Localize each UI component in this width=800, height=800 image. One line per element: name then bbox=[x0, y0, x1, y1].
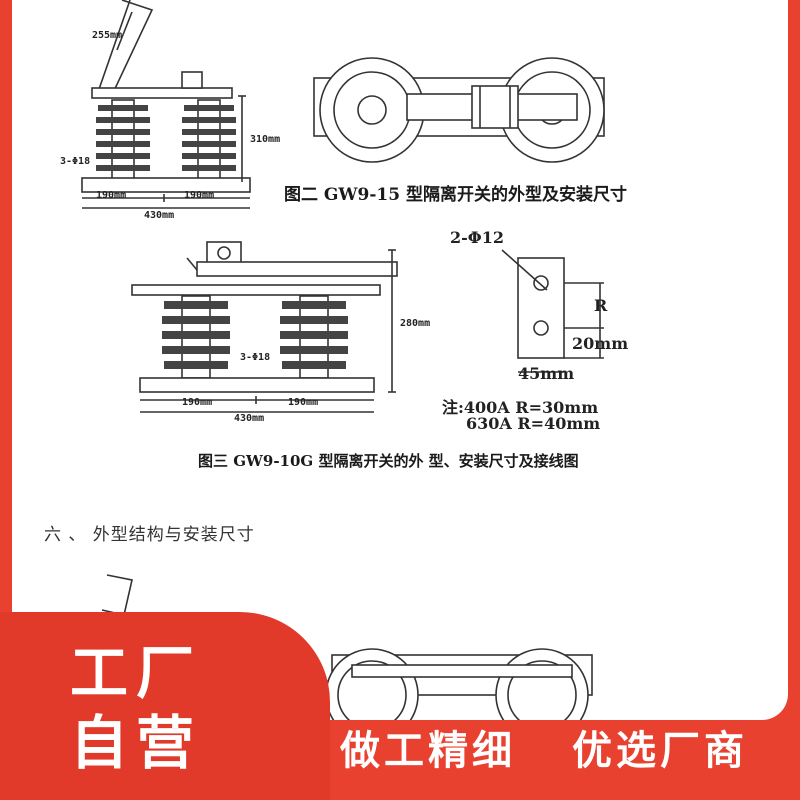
document-sheet: 255mm 310mm 3-Φ18 190mm 190mm 430mm 图二 G… bbox=[12, 0, 788, 720]
fig3-side-view bbox=[131, 241, 398, 413]
fig4-partial bbox=[101, 574, 593, 720]
technical-drawings bbox=[81, 0, 605, 720]
badge-line-2: 自营 bbox=[70, 709, 203, 777]
section-heading: 六 、 外型结构与安装尺寸 bbox=[44, 525, 255, 545]
slogan-left: 做工精细 bbox=[340, 728, 516, 774]
fig2-holes: 3-Φ18 bbox=[60, 156, 91, 167]
fig2-dim-top: 255mm bbox=[92, 30, 123, 41]
fig2-dim-total: 430mm bbox=[144, 210, 175, 221]
fig3-dim-right: 190mm bbox=[288, 397, 319, 408]
slogan-right: 优选厂商 bbox=[572, 728, 748, 774]
fig2-top-view bbox=[313, 57, 605, 163]
badge-line-1: 工厂 bbox=[70, 639, 203, 707]
terminal-note-400a: 注:400A R=30mm bbox=[442, 398, 599, 417]
terminal-r-label: R bbox=[594, 296, 608, 315]
fig3-dim-height: 280mm bbox=[400, 318, 431, 329]
fig3-dim-total: 430mm bbox=[234, 413, 265, 424]
terminal-note-630a: 630A R=40mm bbox=[466, 414, 601, 433]
terminal-plate bbox=[501, 249, 604, 373]
fig2-side-view bbox=[81, 0, 251, 209]
fig2-dim-height: 310mm bbox=[250, 134, 281, 145]
fig2-caption: 图二 GW9-15 型隔离开关的外型及安装尺寸 bbox=[284, 185, 627, 205]
factory-badge: 工厂 自营 bbox=[0, 612, 330, 800]
fig3-caption: 图三 GW9-10G 型隔离开关的外 型、安装尺寸及接线图 bbox=[198, 452, 579, 470]
terminal-dim-45: 45mm bbox=[518, 364, 575, 383]
terminal-dim-20: 20mm bbox=[572, 334, 629, 353]
terminal-holes: 2-Φ12 bbox=[450, 228, 504, 247]
fig2-dim-right: 190mm bbox=[184, 190, 215, 201]
fig2-dim-left: 190mm bbox=[96, 190, 127, 201]
fig3-dim-left: 190mm bbox=[182, 397, 213, 408]
fig3-holes: 3-Φ18 bbox=[240, 352, 271, 363]
